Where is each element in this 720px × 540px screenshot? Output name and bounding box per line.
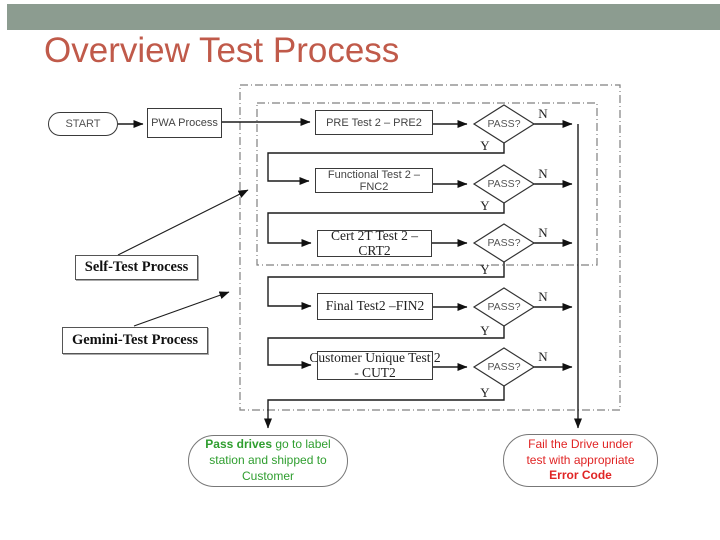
start-node: START <box>48 112 118 136</box>
test-node-crt2: Cert 2T Test 2 – CRT2 <box>317 229 432 257</box>
inner-dashed-group <box>256 102 598 266</box>
pass-terminator-bold: Pass drives <box>205 437 272 452</box>
decision-diamonds <box>472 104 536 387</box>
yes-branch-label: Y <box>480 138 490 153</box>
slide-accent-bar <box>7 4 720 30</box>
decision-diamond <box>472 347 536 387</box>
fail-terminator-bold: Error Code <box>549 468 612 483</box>
decision-label: PASS? <box>487 178 521 190</box>
pass-terminator: Pass drives go to label station and ship… <box>188 435 348 487</box>
fail-terminator: Fail the Drive under test with appropria… <box>503 434 658 487</box>
yes-branch-label: Y <box>480 198 490 213</box>
test-node-pre2: PRE Test 2 – PRE2 <box>315 110 433 135</box>
gemini-test-process-node: Gemini-Test Process <box>62 327 208 354</box>
self-test-process-node: Self-Test Process <box>75 255 198 280</box>
fail-terminator-text: Fail the Drive under test with appropria… <box>518 437 643 484</box>
decision-diamond <box>472 287 536 327</box>
fail-terminator-rest: Fail the Drive under test with appropria… <box>526 436 635 467</box>
test-node-cut2-line1: Customer Unique Test 2 <box>309 350 441 366</box>
yes-branch-label: Y <box>480 385 490 400</box>
test-node-fnc2: Functional Test 2 –FNC2 <box>315 168 433 193</box>
pwa-process-node: PWA Process <box>147 108 222 138</box>
test-node-cut2-line2: - CUT2 <box>354 364 396 380</box>
no-branch-label: N <box>538 289 548 304</box>
pass-terminator-text: Pass drives go to label station and ship… <box>203 437 333 484</box>
decision-diamond <box>472 223 536 263</box>
test-node-fin2: Final Test2 –FIN2 <box>317 293 433 320</box>
decision-label: PASS? <box>487 237 521 249</box>
decision-label: PASS? <box>487 118 521 130</box>
decision-diamond <box>472 164 536 204</box>
decision-label: PASS? <box>487 301 521 313</box>
yes-branch-label: Y <box>480 323 490 338</box>
no-branch-label: N <box>538 349 548 364</box>
no-branch-label: N <box>538 166 548 181</box>
no-branch-label: N <box>538 106 548 121</box>
test-node-cut2: Customer Unique Test 2 - CUT2 <box>309 351 441 380</box>
page-title: Overview Test Process <box>44 31 400 70</box>
outer-dashed-group <box>239 84 621 411</box>
yes-branch-label: Y <box>480 262 490 277</box>
flow-connectors <box>117 118 582 429</box>
no-branch-label: N <box>538 225 548 240</box>
pass-terminator-rest: go to label station and shipped to Custo… <box>209 437 331 483</box>
decision-label: PASS? <box>487 361 521 373</box>
decision-diamond <box>472 104 536 144</box>
